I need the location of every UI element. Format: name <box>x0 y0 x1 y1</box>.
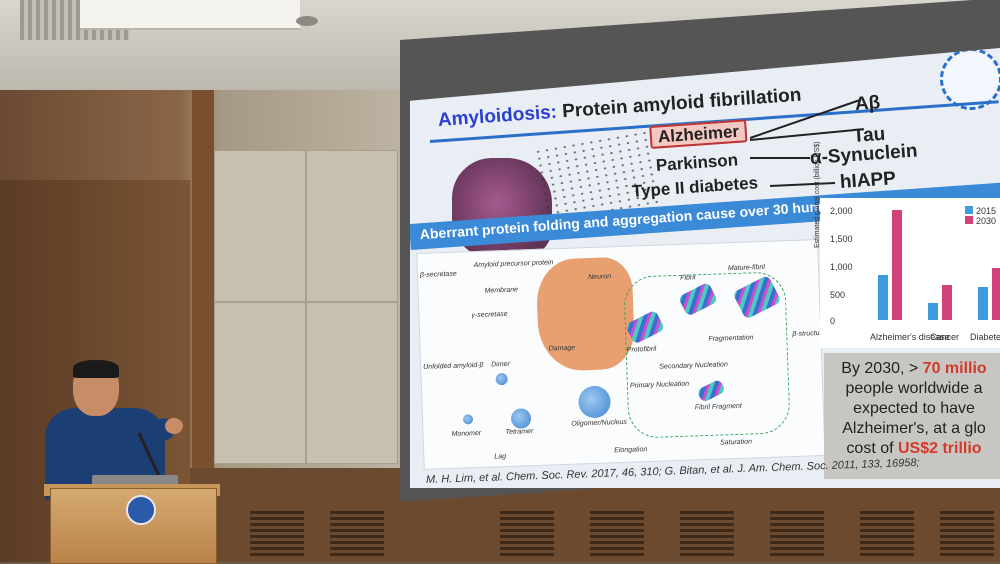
wall-vent <box>770 510 824 556</box>
tetramer-icon <box>510 408 532 429</box>
label-elongation: Elongation <box>614 446 648 455</box>
wall-vent <box>940 510 994 556</box>
downlight <box>296 16 318 26</box>
ytick: 1,500 <box>830 234 853 244</box>
ytick: 1,000 <box>830 262 853 272</box>
wall-vent <box>500 510 554 556</box>
bar-2030-0 <box>892 210 902 320</box>
wall-panel <box>214 150 306 302</box>
wall-vent <box>250 510 304 556</box>
wall-panel <box>306 302 398 464</box>
xcat-cancer: Cancer <box>930 332 960 342</box>
legend-swatch-2030 <box>964 216 973 224</box>
stat-line-5: cost of US$2 trillio <box>846 440 982 457</box>
legend-2030: 2030 <box>964 216 996 226</box>
ytick: 2,000 <box>830 206 853 216</box>
presenter-hand <box>165 418 183 434</box>
legend-swatch-2015 <box>964 206 973 214</box>
bar-2015-1 <box>928 303 938 320</box>
arrows-diagram <box>749 99 861 187</box>
wood-strip <box>192 90 214 562</box>
stat-line-4: Alzheimer's, at a glo <box>842 420 986 437</box>
label-damage: Damage <box>548 344 576 353</box>
label-saturation: Saturation <box>719 438 753 447</box>
xcat-alzheimers: Alzheimer's disease <box>870 332 950 342</box>
wall-vent <box>330 510 384 556</box>
bar-2015-2 <box>978 287 988 320</box>
ytick: 500 <box>830 290 846 300</box>
label-tetramer: Tetramer <box>505 428 534 437</box>
label-fibril: Fibril <box>680 274 696 282</box>
dimer-icon <box>495 372 508 386</box>
wall-vent <box>860 510 914 556</box>
statistic-box: By 2030, > 70 millio people worldwide a … <box>824 353 1000 479</box>
presenter-hair <box>73 360 119 378</box>
disease-parkinson: Parkinson <box>655 150 739 175</box>
label-protofibril: Protofibril <box>626 345 657 354</box>
xcat-diabete: Diabete <box>970 332 1000 342</box>
label-lag: Lag <box>494 453 507 461</box>
arrow-abeta <box>749 99 861 139</box>
label-app: Amyloid precursor protein <box>473 259 554 270</box>
stat-line-1: By 2030, > 70 millio <box>841 360 987 377</box>
label-monomer: Monomer <box>451 429 482 438</box>
wall-vent <box>590 510 644 556</box>
arrow-hiapp <box>769 182 836 187</box>
label-mature-fibril: Mature-fibril <box>727 263 766 273</box>
podium-logo-icon <box>126 495 156 525</box>
label-membrane: Membrane <box>484 286 519 295</box>
label-beta-secretase: β-secretase <box>419 270 457 279</box>
label-oligomer: Oligomer/Nucleus <box>571 418 628 428</box>
monomer-icon <box>462 414 474 425</box>
bar-2030-1 <box>942 285 952 320</box>
legend-2015: 2015 <box>964 206 996 216</box>
bar-2030-2 <box>992 268 1000 320</box>
label-neuron: Neuron <box>588 273 612 282</box>
wall-panel <box>214 302 306 464</box>
neuron-illustration-icon <box>535 256 636 372</box>
chart-ylabel: Estimated global cost (billion US$) <box>814 141 821 248</box>
ytick: 0 <box>830 316 836 326</box>
projected-slide: Amyloidosis: Protein amyloid fibrillatio… <box>410 48 1000 488</box>
title-highlight: Amyloidosis: <box>437 101 558 131</box>
chart-legend: 2015 2030 <box>964 206 996 226</box>
aggregation-diagram: β-secretase Amyloid precursor protein Me… <box>416 239 826 470</box>
label-dimer: Dimer <box>491 360 510 369</box>
oligomer-icon <box>577 385 612 419</box>
stat-line-2: people worldwide a <box>845 380 983 397</box>
label-gamma-secretase: γ-secretase <box>471 310 508 320</box>
disease-alzheimer: Alzheimer <box>649 119 748 149</box>
arrow-tau <box>749 129 856 141</box>
wall-panel <box>306 150 398 302</box>
stat-line-3: expected to have <box>853 400 975 417</box>
ceiling-light <box>80 0 300 30</box>
bar-2015-0 <box>878 275 888 320</box>
cost-bar-chart: Estimated global cost (billion US$) 2,00… <box>814 141 1000 348</box>
wall-vent <box>680 510 734 556</box>
label-unfolded: Unfolded amyloid-β <box>423 361 484 371</box>
